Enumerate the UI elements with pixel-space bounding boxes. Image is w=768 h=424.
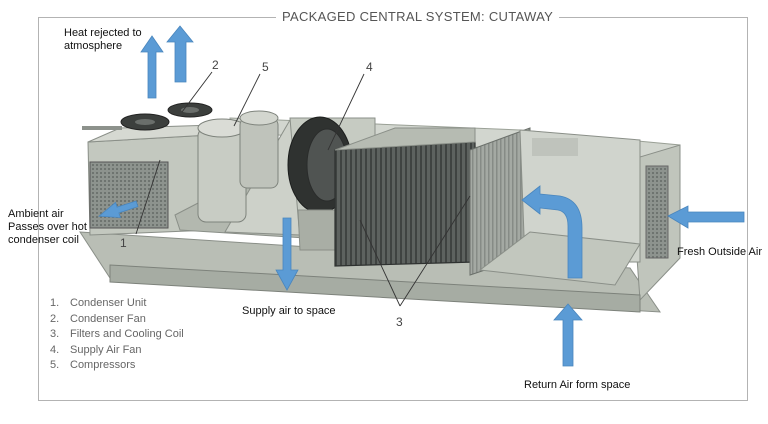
housing-front-lip (109, 264, 641, 313)
compressor-1 (197, 127, 247, 223)
heat-rejected-label: Heat rejected to atmosphere (64, 27, 142, 53)
heat-rejected-line-2: atmosphere (64, 40, 123, 52)
callout-4: 4 (366, 60, 373, 74)
ambient-line-3: condenser coil (8, 234, 79, 246)
legend-item: 1.Condenser Unit (50, 297, 147, 309)
legend-item: 3.Filters and Cooling Coil (50, 328, 184, 340)
cooling-coil (334, 141, 476, 267)
legend-item: 4.Supply Air Fan (50, 343, 142, 356)
ambient-air-label: Ambient air Passes over hot condenser co… (8, 208, 87, 247)
return-air-label: Return Air form space (524, 379, 631, 391)
legend-item: 5.Compressors (50, 359, 136, 371)
callout-1: 1 (120, 236, 127, 250)
ambient-line-1: Ambient air (8, 208, 64, 220)
return-air-arrow (553, 303, 583, 367)
ambient-air-arrow (97, 200, 139, 219)
component-legend: 1.Condenser Unit 2.Condenser Fan 3.Filte… (50, 296, 184, 374)
callout-5: 5 (262, 60, 269, 74)
heat-arrow-2 (166, 25, 194, 83)
supply-air-label: Supply air to space (242, 305, 336, 317)
heat-rejected-line-1: Heat rejected to (64, 27, 142, 39)
compressor-2 (239, 117, 279, 189)
fresh-air-grille (645, 165, 669, 259)
ambient-line-2: Passes over hot (8, 221, 87, 233)
callout-2: 2 (212, 58, 219, 72)
cooling-airflow-arrow (521, 185, 583, 279)
diagram-title: PACKAGED CENTRAL SYSTEM: CUTAWAY (276, 9, 560, 24)
callout-3: 3 (396, 315, 403, 329)
legend-item: 2.Condenser Fan (50, 312, 146, 325)
supply-air-arrow (275, 217, 299, 291)
heat-arrow-1 (140, 35, 164, 99)
fresh-air-arrow (667, 205, 745, 229)
fresh-air-label: Fresh Outside Air (677, 246, 762, 258)
condenser-coil-grille (89, 161, 169, 229)
